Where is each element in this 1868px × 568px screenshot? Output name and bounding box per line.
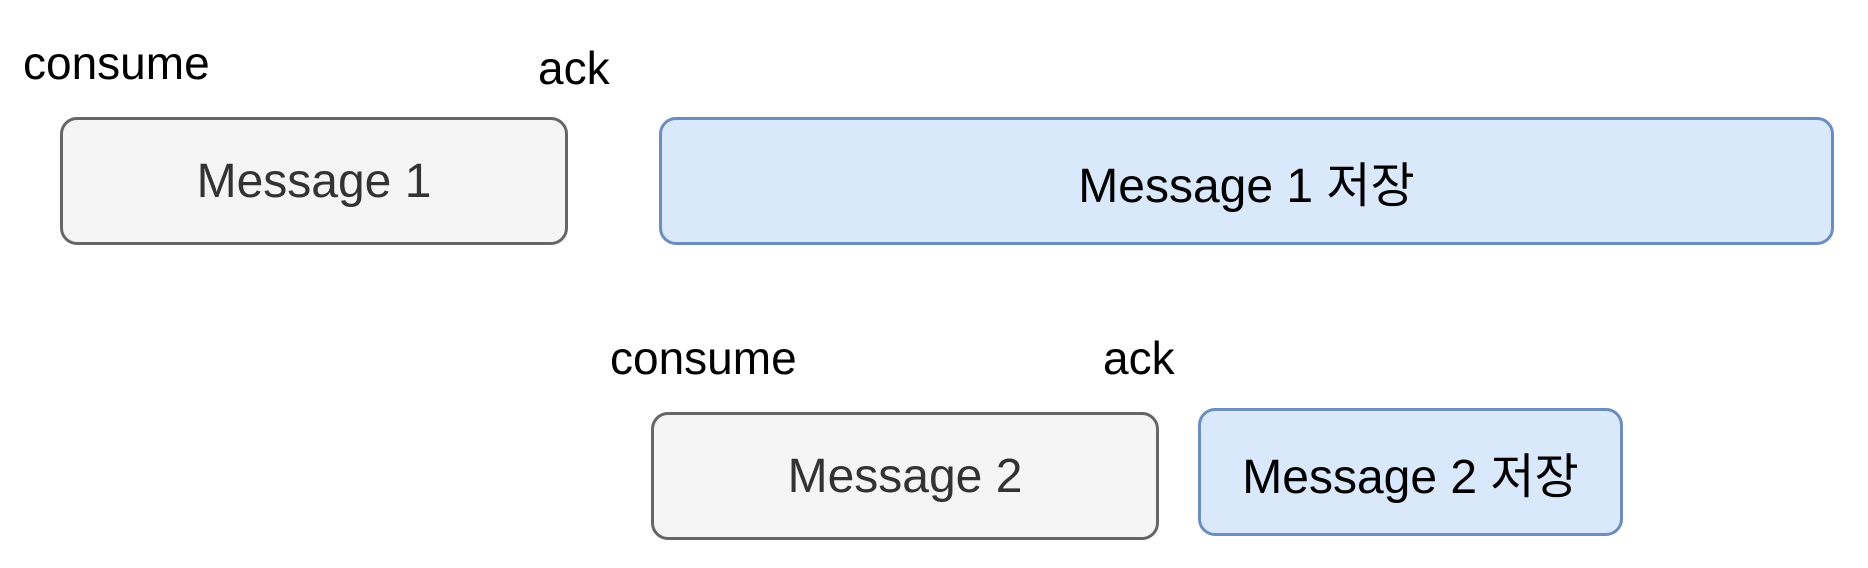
- message-1-store-box: Message 1 저장: [659, 117, 1834, 245]
- row2-ack-label: ack: [1103, 332, 1175, 384]
- message-2-store-label: Message 2 저장: [1242, 451, 1579, 504]
- message-2-store-box: Message 2 저장: [1198, 408, 1623, 536]
- row1-ack-label: ack: [538, 42, 610, 94]
- row2-consume-label: consume: [610, 332, 797, 384]
- message-2-box: Message 2: [651, 412, 1159, 540]
- message-1-box: Message 1: [60, 117, 568, 245]
- message-1-store-label: Message 1 저장: [1078, 160, 1415, 213]
- message-2-label: Message 2: [787, 449, 1023, 503]
- message-1-label: Message 1: [196, 154, 432, 208]
- row1-consume-label: consume: [23, 37, 210, 89]
